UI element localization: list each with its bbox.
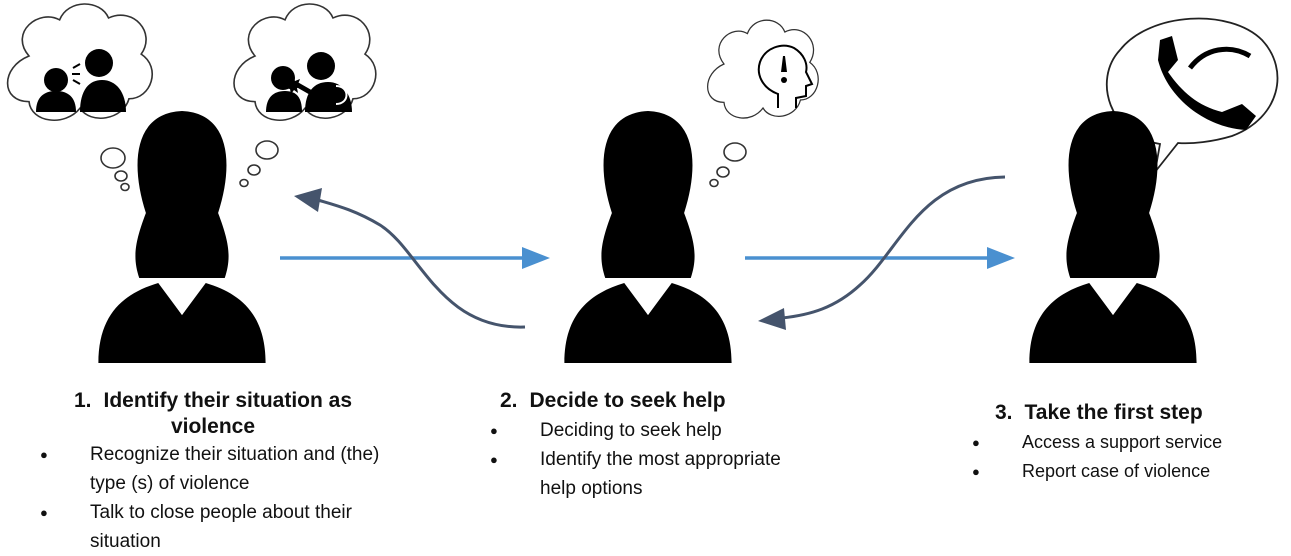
list-item: ● Report case of violence bbox=[972, 457, 1291, 486]
stage-1-bullet-list: ● Recognize their situation and (the) typ… bbox=[40, 440, 410, 556]
stage-3-title: 3. Take the first step bbox=[995, 400, 1291, 426]
thought-cloud-3 bbox=[706, 19, 819, 119]
thought-cloud-1 bbox=[6, 3, 154, 122]
bullet-icon: ● bbox=[972, 464, 980, 479]
stage-2-number: 2. bbox=[500, 389, 518, 412]
bullet-icon: ● bbox=[972, 435, 980, 450]
stage-2-title: 2. Decide to seek help bbox=[500, 388, 820, 414]
stage-1-title-line1: Identify their situation as bbox=[103, 389, 353, 412]
stage-1-description: 1. Identify their situation as violence ●… bbox=[38, 388, 418, 556]
back-arrow-3-to-2 bbox=[758, 175, 1006, 330]
woman-silhouette-icon bbox=[564, 111, 732, 363]
shouting-at-person-icon bbox=[36, 49, 126, 112]
stage-2-bullet-1: Deciding to seek help bbox=[540, 420, 722, 441]
list-item: ● Talk to close people about their situat… bbox=[40, 498, 410, 556]
list-item: ● Deciding to seek help bbox=[490, 416, 820, 445]
head-exclamation-icon bbox=[757, 44, 814, 108]
bullet-icon: ● bbox=[490, 452, 498, 467]
thought-cloud-2 bbox=[233, 3, 377, 121]
forward-arrow-1-to-2 bbox=[280, 247, 550, 269]
thought-bubble-small-3 bbox=[709, 142, 747, 188]
stage-1-title: 1. Identify their situation as violence bbox=[38, 388, 388, 440]
bullet-icon: ● bbox=[490, 423, 498, 438]
telephone-handset-icon bbox=[1158, 36, 1256, 130]
stage-3-description: 3. Take the first step ● Access a support … bbox=[972, 400, 1291, 486]
forward-arrow-2-to-3 bbox=[745, 247, 1015, 269]
stage-1-bullet-2: Talk to close people about their situati… bbox=[90, 502, 352, 552]
stage-2-title-text: Decide to seek help bbox=[529, 389, 726, 412]
stage-2-description: 2. Decide to seek help ● Deciding to seek … bbox=[490, 388, 820, 503]
stage-3-bullet-2: Report case of violence bbox=[1022, 461, 1211, 481]
stage-2-bullet-2: Identify the most appropriate help optio… bbox=[540, 449, 781, 499]
stage-3-number: 3. bbox=[995, 401, 1013, 424]
stage-2-bullet-list: ● Deciding to seek help ● Identify the mos… bbox=[490, 416, 820, 503]
list-item: ● Identify the most appropriate help opti… bbox=[490, 445, 820, 503]
back-arrow-2-to-1 bbox=[294, 188, 526, 329]
bullet-icon: ● bbox=[40, 505, 48, 520]
bullet-icon: ● bbox=[40, 447, 48, 462]
hitting-person-icon bbox=[266, 52, 352, 112]
thought-bubble-small-1 bbox=[100, 147, 130, 192]
stage-3-bullet-1: Access a support service bbox=[1022, 432, 1223, 452]
list-item: ● Access a support service bbox=[972, 428, 1291, 457]
thought-bubble-small-2 bbox=[239, 140, 279, 188]
stage-3-title-text: Take the first step bbox=[1024, 401, 1203, 424]
stage-1-number: 1. bbox=[73, 389, 92, 412]
woman-silhouette-icon bbox=[98, 111, 266, 363]
stage-3-bullet-list: ● Access a support service ● Report case o… bbox=[972, 428, 1291, 486]
list-item: ● Recognize their situation and (the) typ… bbox=[40, 440, 410, 498]
stage-1-title-line2: violence bbox=[170, 415, 256, 438]
stage-1-bullet-1: Recognize their situation and (the) type… bbox=[90, 444, 380, 494]
